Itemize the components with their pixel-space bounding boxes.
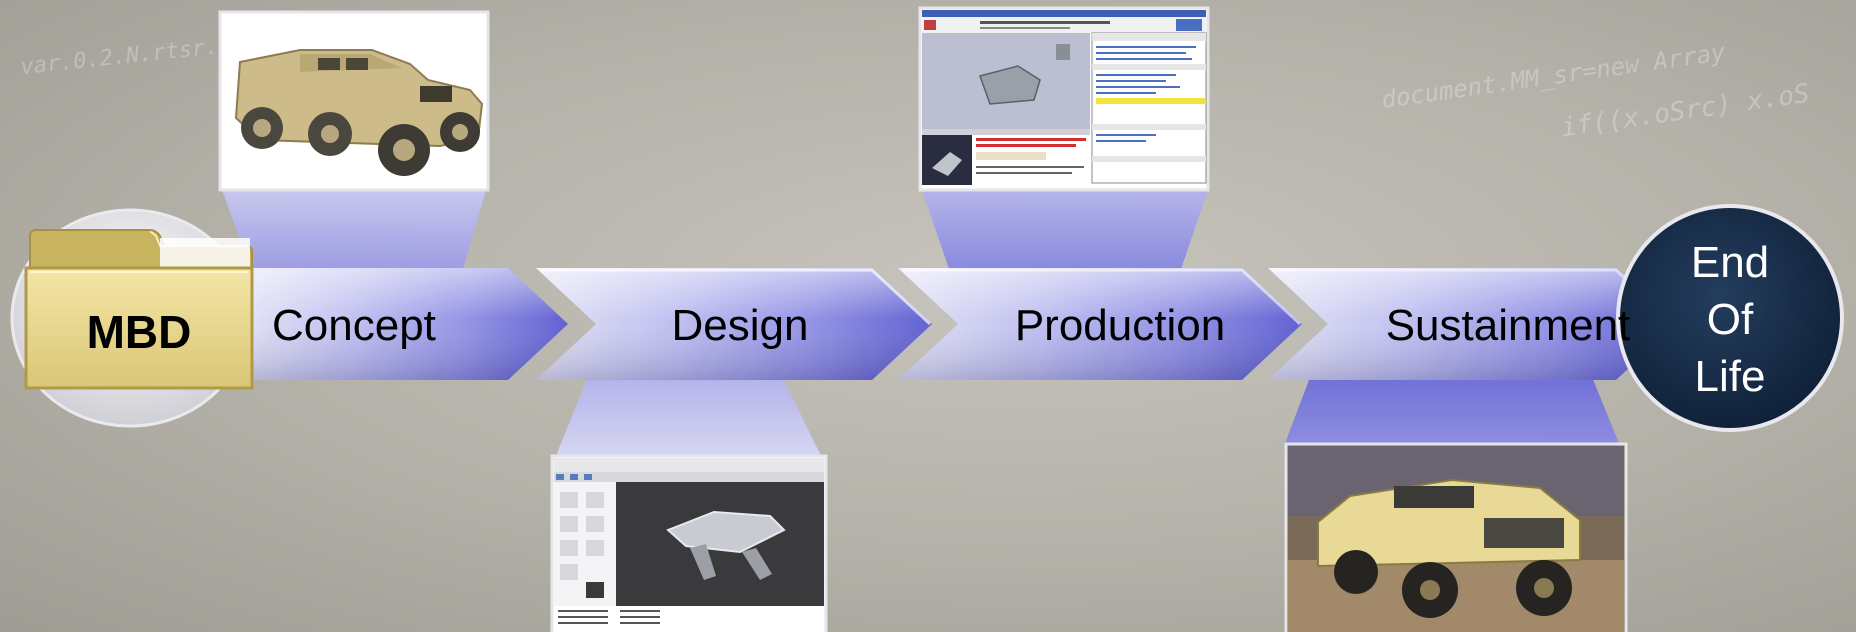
production-connector	[922, 190, 1208, 272]
end-of-life-line: Life	[1694, 352, 1766, 401]
stage-label-production: Production	[1014, 301, 1226, 350]
end-of-life-line: Of	[1706, 295, 1754, 344]
concept-vehicle-image	[218, 10, 490, 192]
stage-label-sustainment: Sustainment	[1385, 301, 1631, 350]
end-of-life-circle	[1616, 204, 1844, 432]
sustainment-vehicle-photo	[1284, 442, 1628, 632]
folder-icon	[24, 229, 254, 390]
design-cad-screenshot	[550, 454, 828, 632]
stage-label-design: Design	[671, 301, 809, 350]
design-connector	[555, 372, 822, 458]
end-of-life-line: End	[1690, 238, 1770, 287]
production-document-screenshot	[918, 6, 1210, 192]
stage-label-concept: Concept	[272, 301, 436, 350]
mbd-folder-label: MBD	[86, 306, 192, 358]
end-of-life-label: End Of Life	[1640, 234, 1820, 405]
sustainment-connector	[1284, 372, 1620, 446]
concept-connector	[222, 190, 486, 272]
